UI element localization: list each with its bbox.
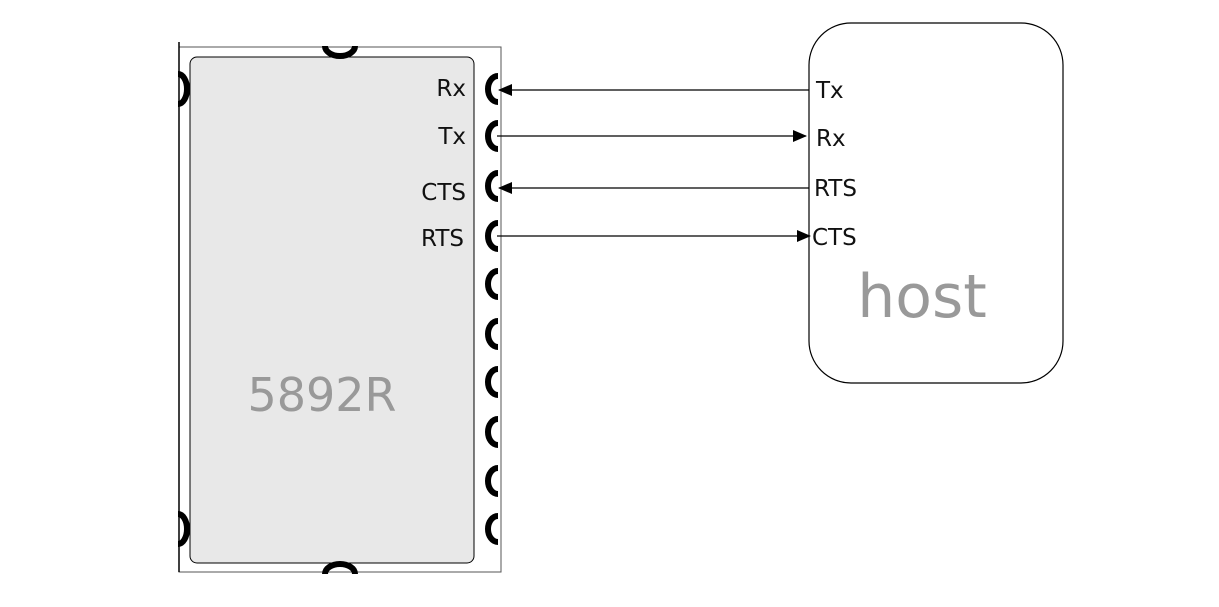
module-right-pad-2	[485, 120, 499, 152]
module-pin-label-tx: Tx	[437, 124, 466, 150]
module-inner-body	[189, 56, 475, 564]
module-bottom-pad	[322, 561, 358, 575]
host-pin-label-tx: Tx	[815, 78, 844, 104]
signal-connections	[497, 84, 811, 242]
module-left-pad-top	[177, 71, 190, 107]
host-pin-label-cts: CTS	[812, 225, 857, 251]
module-right-pad-1	[485, 73, 499, 105]
module-right-pad-9	[485, 465, 499, 497]
module-right-pad-5	[485, 268, 499, 300]
host-box: Tx Rx RTS CTS host	[808, 22, 1064, 384]
module-top-pad	[322, 45, 358, 59]
module-pin-label-cts: CTS	[421, 180, 466, 206]
module-left-pad-bottom	[177, 511, 190, 547]
module-right-pad-6	[485, 318, 499, 350]
host-pin-label-rts: RTS	[814, 176, 857, 202]
module-name-label: 5892R	[247, 368, 396, 422]
module-pin-label-rx: Rx	[436, 76, 466, 102]
host-outline	[808, 22, 1064, 384]
module-right-pad-7	[485, 366, 499, 398]
host-name-label: host	[857, 262, 987, 332]
module-right-pad-10	[485, 513, 499, 545]
module-right-pad-8	[485, 416, 499, 448]
host-pin-label-rx: Rx	[816, 126, 846, 152]
module-board: Rx Tx CTS RTS 5892R	[177, 42, 502, 575]
module-right-pads	[485, 73, 499, 545]
module-pin-label-rts: RTS	[421, 226, 464, 252]
module-right-pad-3	[485, 170, 499, 202]
module-right-pad-4	[485, 220, 499, 252]
